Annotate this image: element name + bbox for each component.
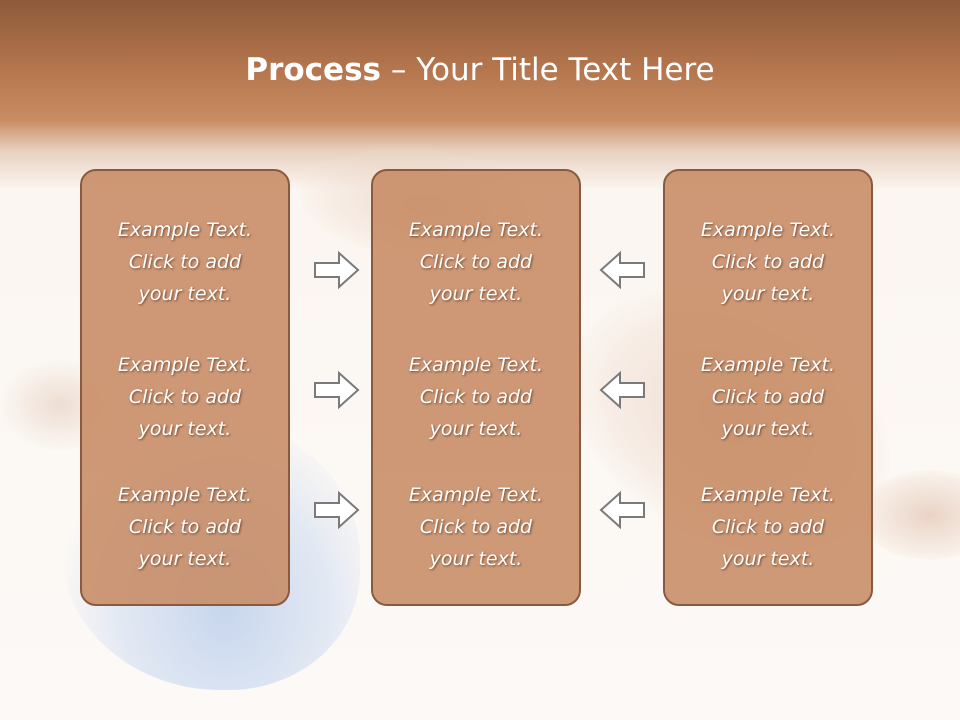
process-box-left[interactable]: Example Text. Click to add your text. Ex… <box>80 169 290 606</box>
arrow-left-icon <box>598 370 646 410</box>
text-line: Example Text. <box>117 219 253 241</box>
text-placeholder[interactable]: Example Text. Click to add your text. <box>373 214 579 310</box>
text-line: your text. <box>138 283 232 305</box>
arrow-right-icon <box>313 490 361 530</box>
text-line: Example Text. <box>700 484 836 506</box>
arrow-right-icon <box>313 250 361 290</box>
text-line: your text. <box>721 548 815 570</box>
text-line: Example Text. <box>408 219 544 241</box>
text-line: Example Text. <box>117 484 253 506</box>
text-line: Click to add <box>419 251 533 273</box>
text-line: Example Text. <box>408 484 544 506</box>
text-line: Click to add <box>419 516 533 538</box>
arrow-left-icon <box>598 490 646 530</box>
text-line: your text. <box>429 418 523 440</box>
text-line: Click to add <box>711 386 825 408</box>
text-line: your text. <box>721 283 815 305</box>
text-line: Click to add <box>419 386 533 408</box>
arrow-right-icon <box>313 370 361 410</box>
process-box-center[interactable]: Example Text. Click to add your text. Ex… <box>371 169 581 606</box>
text-placeholder[interactable]: Example Text. Click to add your text. <box>665 349 871 445</box>
text-placeholder[interactable]: Example Text. Click to add your text. <box>82 479 288 575</box>
text-placeholder[interactable]: Example Text. Click to add your text. <box>82 214 288 310</box>
text-line: Click to add <box>711 251 825 273</box>
text-line: your text. <box>721 418 815 440</box>
text-placeholder[interactable]: Example Text. Click to add your text. <box>82 349 288 445</box>
text-line: Click to add <box>128 516 242 538</box>
text-placeholder[interactable]: Example Text. Click to add your text. <box>665 214 871 310</box>
text-line: Click to add <box>128 386 242 408</box>
text-line: Click to add <box>128 251 242 273</box>
text-line: Click to add <box>711 516 825 538</box>
text-line: Example Text. <box>700 219 836 241</box>
slide-title[interactable]: Process – Your Title Text Here <box>0 52 960 88</box>
text-line: Example Text. <box>408 354 544 376</box>
text-placeholder[interactable]: Example Text. Click to add your text. <box>665 479 871 575</box>
text-line: Example Text. <box>700 354 836 376</box>
text-line: your text. <box>429 548 523 570</box>
text-placeholder[interactable]: Example Text. Click to add your text. <box>373 349 579 445</box>
arrow-left-icon <box>598 250 646 290</box>
text-line: your text. <box>138 418 232 440</box>
background-foot-shape <box>860 470 960 560</box>
text-line: Example Text. <box>117 354 253 376</box>
text-line: your text. <box>429 283 523 305</box>
text-line: your text. <box>138 548 232 570</box>
process-box-right[interactable]: Example Text. Click to add your text. Ex… <box>663 169 873 606</box>
text-placeholder[interactable]: Example Text. Click to add your text. <box>373 479 579 575</box>
title-rest: Your Title Text Here <box>416 52 715 88</box>
title-separator: – <box>381 52 417 88</box>
title-bold: Process <box>245 52 381 88</box>
